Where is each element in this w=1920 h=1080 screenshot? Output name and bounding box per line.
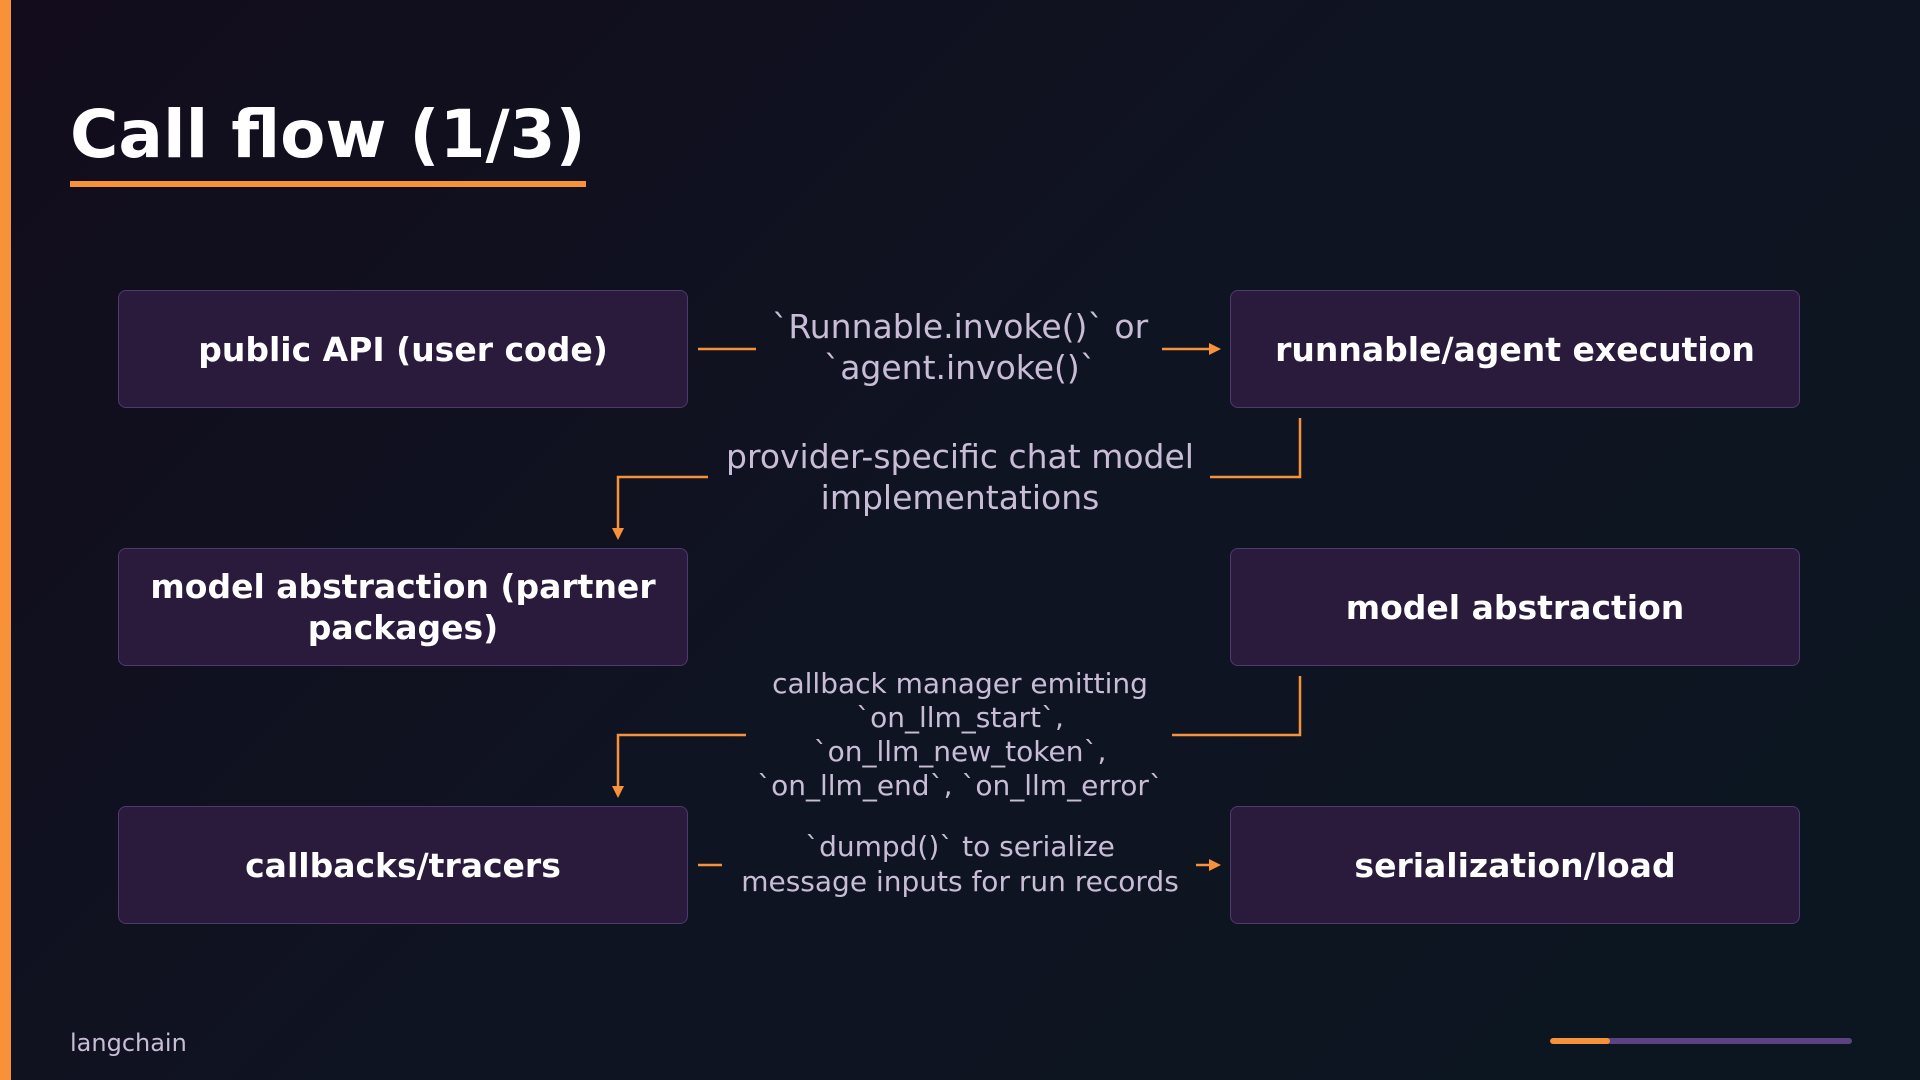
edge-label-callback-manager: callback manager emitting`on_llm_start`,… <box>757 667 1163 802</box>
node-callbacks-tracers: callbacks/tracers <box>118 806 688 924</box>
left-accent-bar <box>0 0 11 1080</box>
slide-title: Call flow (1/3) <box>70 96 586 173</box>
edge-connector-3 <box>616 676 1302 788</box>
edge-arrowhead-3 <box>612 786 624 798</box>
edge-arrowhead-2 <box>612 528 624 540</box>
node-public-api: public API (user code) <box>118 290 688 408</box>
node-runnable-agent-execution: runnable/agent execution <box>1230 290 1800 408</box>
node-model-abstraction: model abstraction <box>1230 548 1800 666</box>
node-serialization-load: serialization/load <box>1230 806 1800 924</box>
edge-label-invoke: `Runnable.invoke()` or`agent.invoke()` <box>771 307 1149 387</box>
edge-arrowhead-1 <box>1209 343 1221 355</box>
edge-connector-2 <box>616 418 1302 530</box>
edge-arrowhead-4 <box>1209 859 1221 871</box>
title-underline <box>70 181 586 187</box>
slide-progress-bar <box>1550 1038 1852 1044</box>
node-model-abstraction-partner-packages: model abstraction (partner packages) <box>118 548 688 666</box>
slide-progress-fill <box>1550 1038 1611 1044</box>
footer-brand: langchain <box>70 1029 187 1057</box>
